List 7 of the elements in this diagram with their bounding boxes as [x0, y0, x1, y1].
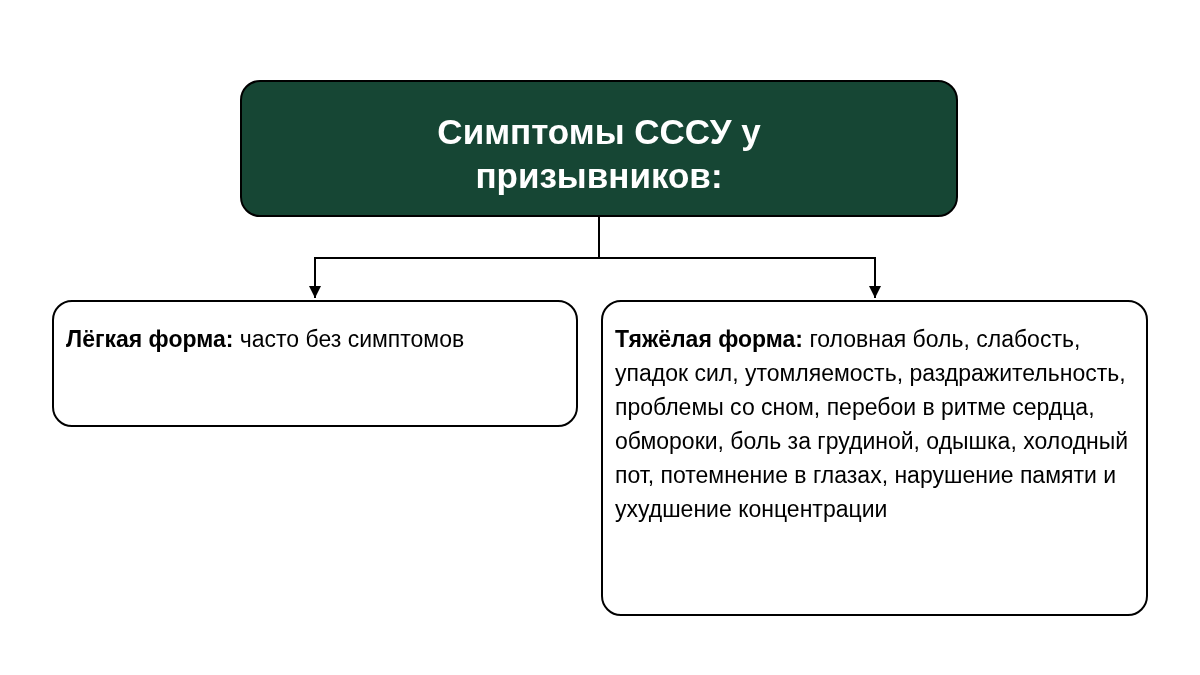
description-text: Тяжёлая форма: головная боль, слабость, упадок сил, утомляемость, раздражительность, проблемы со сном, перебои в ритме сердца, обмороки, боль за грудиной, одышка, холодный пот, потемнение в глазах, нарушение памяти и ухудшение концентрации — [615, 325, 1130, 524]
text-card — [601, 300, 1148, 616]
title-box — [240, 80, 958, 217]
text-card — [52, 300, 578, 427]
heading: Симптомы СССУ у призывников: — [436, 111, 762, 197]
arrow — [598, 216, 881, 299]
description-text: Лёгкая форма: часто без симптомов — [66, 325, 466, 354]
